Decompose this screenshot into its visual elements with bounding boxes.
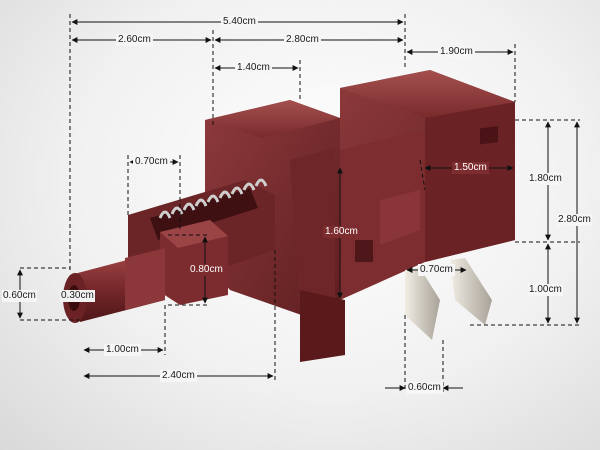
- dim-spring-section: 1.40cm: [235, 62, 272, 74]
- dim-total-length: 5.40cm: [221, 16, 258, 28]
- dim-front-length: 2.60cm: [116, 34, 153, 46]
- dim-lower-height: 1.00cm: [528, 284, 563, 296]
- dim-button-height: 0.60cm: [2, 290, 37, 302]
- dim-shaft-length: 2.40cm: [160, 370, 197, 382]
- dim-collar-height: 0.80cm: [188, 264, 225, 276]
- dim-terminal-width: 0.60cm: [406, 382, 443, 394]
- dim-total-height: 2.80cm: [557, 214, 592, 226]
- dim-button-depth: 1.00cm: [104, 344, 141, 356]
- spring: [158, 178, 268, 219]
- dim-body-width: 1.50cm: [452, 162, 489, 174]
- collar-block: [160, 220, 228, 305]
- dim-upper-height: 1.80cm: [528, 173, 563, 185]
- dim-rear-depth: 1.90cm: [438, 46, 475, 58]
- dim-plunger-width: 0.70cm: [133, 156, 170, 168]
- dim-body-height: 1.60cm: [323, 226, 360, 238]
- push-button-shaft: [63, 248, 165, 323]
- dim-rear-length: 2.80cm: [284, 34, 321, 46]
- dim-button-inner: 0.30cm: [60, 290, 95, 302]
- terminals: [405, 258, 492, 340]
- dim-pin-spacing: 0.70cm: [418, 264, 455, 276]
